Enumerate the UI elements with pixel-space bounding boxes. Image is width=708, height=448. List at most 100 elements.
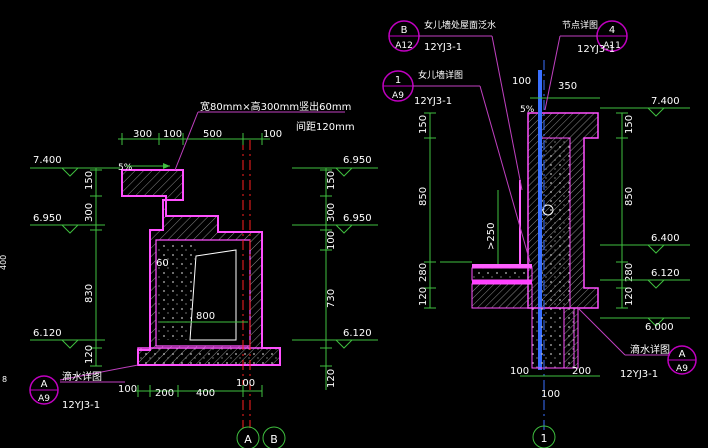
- left-bottom-dim-ticks: [137, 385, 263, 397]
- right-elev-6120: 6.120: [343, 328, 372, 339]
- right-bubble-a-ref: 12YJ3-1: [620, 369, 658, 380]
- right-bubble-1-top: 1: [395, 75, 401, 86]
- axis-label-b: B: [270, 433, 278, 446]
- axis-bubble-b: [262, 426, 286, 448]
- left-right-elev-markers: [292, 167, 378, 349]
- right-bubble-1-bottom: A9: [392, 91, 404, 101]
- right-slope-label: 5%: [520, 105, 535, 115]
- left-elev-6950: 6.950: [33, 213, 62, 224]
- right-vdim-120: 120: [326, 369, 337, 388]
- left-section: 300 100 500 100 宽80mm×高300mm竖出60mm 间距120…: [0, 100, 378, 448]
- right-drip-label: 滴水详图: [630, 343, 670, 356]
- right-right-vdim-850: 850: [624, 187, 635, 206]
- left-gutter-fill: [158, 242, 196, 340]
- right-bubble-a-bottom: A9: [676, 364, 688, 374]
- left-vdim-120: 120: [84, 345, 95, 364]
- left-vdim-300: 300: [84, 203, 95, 222]
- left-elev-markers: [30, 167, 120, 349]
- left-drip-label: 滴水详图: [62, 370, 102, 383]
- left-bubble-a-ref: 12YJ3-1: [62, 400, 100, 411]
- right-elev-6000: 6.000: [645, 322, 674, 333]
- right-elev-6400: 6.400: [651, 233, 680, 244]
- right-bubble-4-leader: [544, 35, 561, 111]
- right-bubble-4-top: 4: [609, 25, 615, 36]
- right-left-vdim-150: 150: [418, 115, 429, 134]
- right-bottom-dim-100b: 100: [541, 389, 560, 400]
- left-top-dim-100: 100: [163, 129, 182, 140]
- left-insulation-block: [189, 249, 237, 341]
- right-dim-100-top: 100: [512, 76, 531, 87]
- right-bubble-1-leader: [479, 85, 531, 263]
- left-right-vdim-ticks: [320, 169, 332, 367]
- right-elev-markers: [600, 107, 690, 327]
- right-elev-7400: 7.400: [651, 96, 680, 107]
- axis-label-a: A: [244, 433, 252, 446]
- right-roof-layer-magenta: [472, 280, 532, 284]
- right-bottom-dim-200: 200: [572, 366, 591, 377]
- left-slope-arrowhead: [163, 163, 170, 169]
- right-dim-250: >250: [486, 223, 497, 250]
- right-drip-leader: [577, 307, 626, 356]
- right-outer-column: [563, 307, 579, 369]
- left-bubble-a-bottom: A9: [38, 394, 50, 404]
- right-bottom-dim-100a: 100: [510, 366, 529, 377]
- right-right-vdim-ticks: [616, 112, 628, 309]
- right-bubble-a-top: A: [679, 349, 686, 360]
- left-elev-7400: 7.400: [33, 155, 62, 166]
- right-bubble-4-ref: 12YJ3-1: [577, 44, 615, 55]
- right-elev-6950a: 6.950: [343, 155, 372, 166]
- right-left-vdim-850: 850: [418, 187, 429, 206]
- right-bubble-4-label: 节点详图: [562, 19, 598, 31]
- right-pipe-circle: [542, 204, 554, 216]
- right-bubble-1-ref: 12YJ3-1: [414, 96, 452, 107]
- right-right-vdim-280: 280: [624, 263, 635, 282]
- left-bottom-dim-100a: 100: [118, 384, 137, 395]
- right-vdim-150: 150: [326, 171, 337, 190]
- left-inner-dim-800: 800: [196, 311, 215, 322]
- right-bubble-b-top: B: [401, 25, 408, 36]
- left-elev-6120: 6.120: [33, 328, 62, 339]
- left-bottom-dim-100b: 100: [236, 378, 255, 389]
- right-section: 100 350 5% B A12 女儿墙处屋面泛水 12YJ3-1 4 A11 …: [382, 19, 697, 448]
- left-slope-label: 5%: [118, 163, 133, 173]
- left-bottom-dim-400: 400: [196, 388, 215, 399]
- right-bubble-b-label: 女儿墙处屋面泛水: [424, 19, 496, 31]
- right-right-vdim-150: 150: [624, 115, 635, 134]
- left-bottom-dim-200: 200: [155, 388, 174, 399]
- left-note-line2: 间距120mm: [296, 120, 355, 133]
- left-note-leader: [174, 111, 199, 171]
- right-vdim-100: 100: [326, 231, 337, 250]
- right-bubble-4-bottom: A11: [603, 41, 621, 51]
- right-bubble-1-label: 女儿墙详图: [418, 69, 463, 81]
- right-roof-slab: [471, 283, 533, 309]
- right-dim-350: 350: [558, 81, 577, 92]
- left-vdim-150: 150: [84, 171, 95, 190]
- left-top-dim-100b: 100: [263, 129, 282, 140]
- right-roof-layer-pink: [472, 264, 532, 268]
- left-bubble-a-top: A: [41, 379, 48, 390]
- right-left-vdim-ticks: [424, 112, 436, 309]
- right-left-vdim-120: 120: [418, 287, 429, 306]
- left-vdim-830: 830: [84, 284, 95, 303]
- right-bubble-b-bottom: A12: [395, 41, 413, 51]
- side-mark-8: 8: [2, 375, 7, 384]
- right-vdim-300: 300: [326, 203, 337, 222]
- right-right-vdim-120: 120: [624, 287, 635, 306]
- axis-label-1: 1: [541, 432, 548, 445]
- right-elev-6120: 6.120: [651, 268, 680, 279]
- side-mark-400: 400: [0, 255, 8, 270]
- right-left-vdim-280: 280: [418, 263, 429, 282]
- right-insulation-strip: [538, 70, 542, 370]
- right-vdim-730: 730: [326, 289, 337, 308]
- right-bubble-b-leader: [491, 35, 523, 191]
- axis-bubble-a: [236, 426, 260, 448]
- left-top-dim-500: 500: [203, 129, 222, 140]
- left-inner-dim-60: 60: [156, 258, 169, 269]
- left-base-slab: [137, 347, 281, 366]
- right-roof-layer-dots: [471, 267, 533, 281]
- axis-bubble-1: [532, 425, 556, 448]
- left-note-line1: 宽80mm×高300mm竖出60mm: [200, 100, 351, 113]
- left-vdim-ticks: [90, 169, 102, 367]
